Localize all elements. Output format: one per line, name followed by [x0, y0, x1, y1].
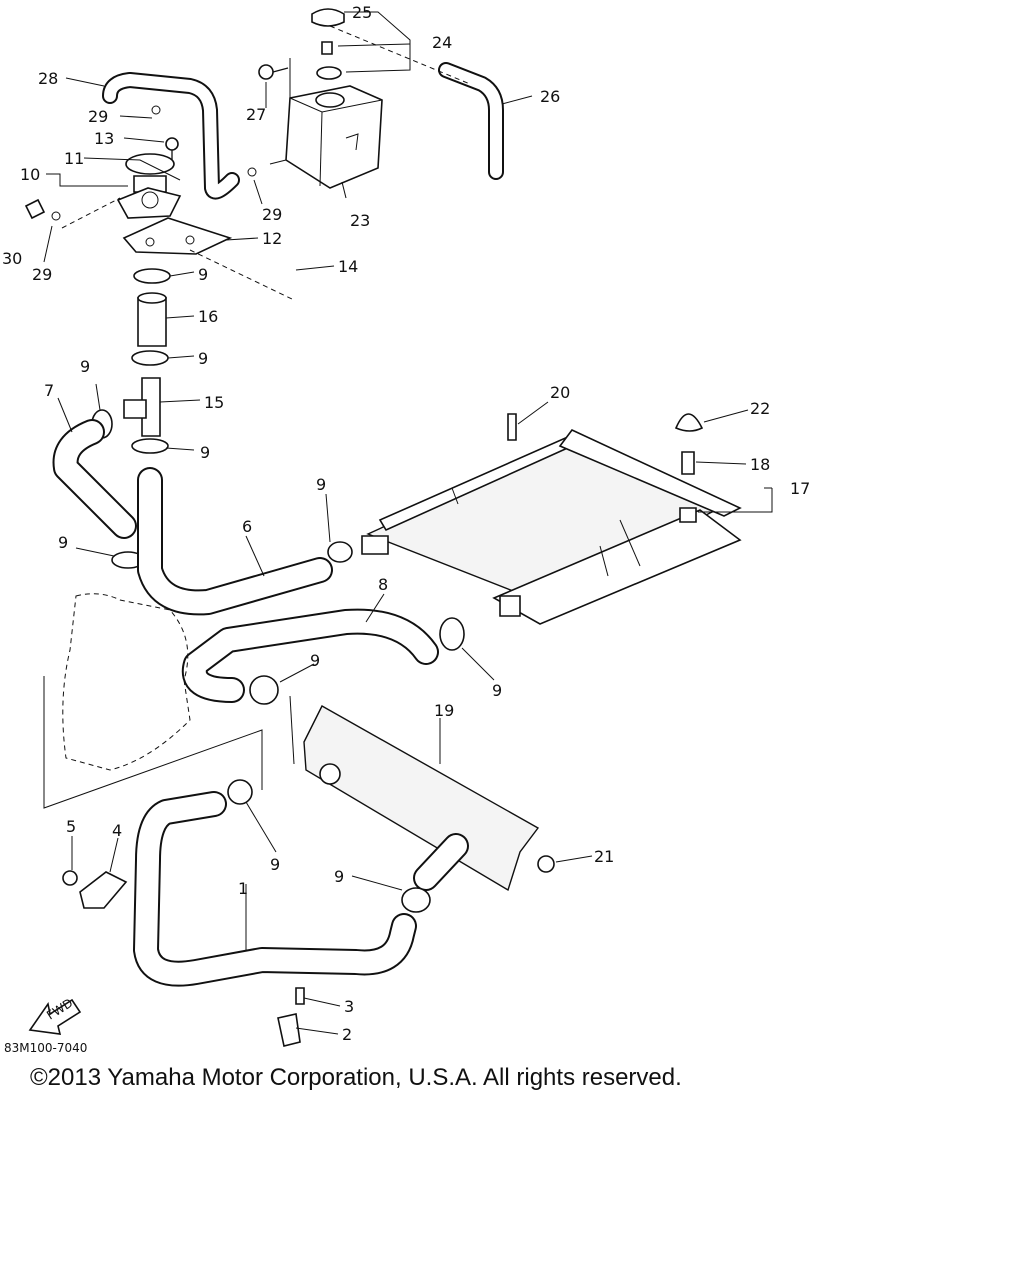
callout-9-g: 9: [310, 651, 320, 670]
callout-22: 22: [750, 399, 770, 418]
callout-4: 4: [112, 821, 122, 840]
callout-29-left: 29: [32, 265, 52, 284]
heat-exchanger: [361, 429, 742, 625]
small-parts-29-30: [24, 105, 257, 221]
reservoir-cap: [311, 8, 345, 80]
clamp-hose1-top: [227, 779, 253, 805]
callout-23: 23: [350, 211, 370, 230]
copyright-notice: ©2013 Yamaha Motor Corporation, U.S.A. A…: [30, 1064, 682, 1091]
bolt-27: [258, 64, 289, 80]
overflow-hose: [438, 62, 504, 180]
hose-1: [133, 791, 417, 987]
drawing-code: 83M100-7040: [4, 1041, 87, 1055]
callout-9-c: 9: [80, 357, 90, 376]
callout-9-b: 9: [198, 349, 208, 368]
callout-20: 20: [550, 383, 570, 402]
bracket-2: [277, 1013, 301, 1047]
sensor-20: [507, 413, 517, 441]
clamp-hose8-left: [249, 675, 279, 705]
plate-19: [303, 705, 540, 892]
fitting-18: [679, 451, 697, 523]
callout-3: 3: [344, 997, 354, 1016]
callout-24: 24: [432, 33, 452, 52]
clamp-hose1-right: [401, 887, 431, 913]
callout-14: 14: [338, 257, 358, 276]
callout-12: 12: [262, 229, 282, 248]
cap-22: [674, 413, 704, 432]
short-hose-16: [137, 292, 167, 347]
callout-9-e: 9: [316, 475, 326, 494]
callout-27: 27: [246, 105, 266, 124]
callout-19: 19: [434, 701, 454, 720]
callout-29-top: 29: [88, 107, 108, 126]
callout-9-h: 9: [492, 681, 502, 700]
callout-15: 15: [204, 393, 224, 412]
callout-1: 1: [238, 879, 248, 898]
callout-5: 5: [66, 817, 76, 836]
callout-30: 30: [2, 249, 22, 268]
cooling-system-parts-diagram: FWD: [2, 3, 810, 1055]
hose-6: [137, 467, 333, 616]
callout-28: 28: [38, 69, 58, 88]
clamp-mid: [131, 350, 169, 366]
leader-lines: [43, 11, 773, 1035]
tee-joint-15: [123, 377, 161, 437]
hose-8: [181, 608, 439, 703]
callout-29-mid: 29: [262, 205, 282, 224]
clamp-top: [133, 268, 171, 284]
bolt-3: [295, 987, 305, 1005]
filler-neck: [116, 153, 182, 219]
hose-1-upper-right: [413, 833, 469, 891]
clamp-hose6: [327, 541, 353, 563]
bolt-13: [165, 137, 179, 160]
callout-10: 10: [20, 165, 40, 184]
callout-11: 11: [64, 149, 84, 168]
callout-18: 18: [750, 455, 770, 474]
callout-7: 7: [44, 381, 54, 400]
callout-9-d: 9: [200, 443, 210, 462]
callout-6: 6: [242, 517, 252, 536]
callout-26: 26: [540, 87, 560, 106]
forward-arrow-icon: FWD: [28, 996, 82, 1035]
clamp-low: [131, 438, 169, 454]
callout-9-j: 9: [334, 867, 344, 886]
bracket-4: [79, 871, 128, 909]
callout-13: 13: [94, 129, 114, 148]
reservoir-tank: [269, 85, 383, 189]
mounting-plate: [122, 217, 233, 255]
callout-9-i: 9: [270, 855, 280, 874]
screw-21: [537, 855, 555, 873]
callout-16: 16: [198, 307, 218, 326]
callout-8: 8: [378, 575, 388, 594]
callout-21: 21: [594, 847, 614, 866]
callout-25: 25: [352, 3, 372, 22]
callout-17: 17: [790, 479, 810, 498]
clamp-hose8-right: [439, 617, 465, 651]
engine-outline: [43, 593, 263, 809]
bolt-5: [62, 870, 78, 886]
callout-2: 2: [342, 1025, 352, 1044]
filler-neck-hose: [102, 72, 240, 200]
callout-9-f: 9: [58, 533, 68, 552]
callout-9-a: 9: [198, 265, 208, 284]
hose-7: [52, 419, 137, 539]
